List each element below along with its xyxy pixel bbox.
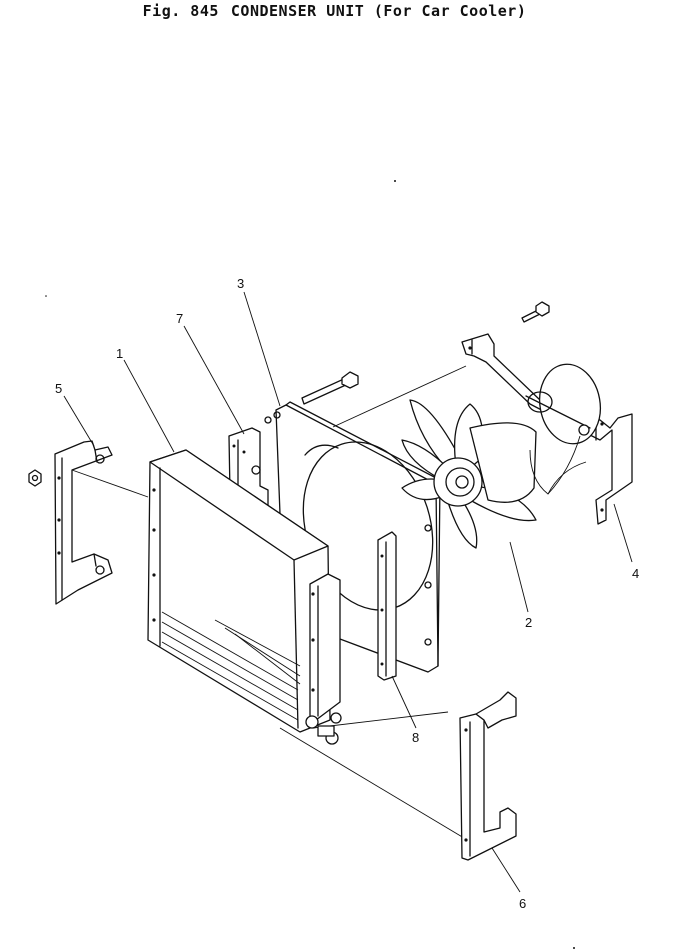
callout-label-5: 5	[55, 381, 62, 396]
part-4-fan-motor-bracket	[461, 333, 633, 525]
callout-label-2: 2	[525, 615, 532, 630]
callout-3: 3	[237, 276, 281, 407]
figure-title: Fig. 845 CONDENSER UNIT (For Car Cooler)	[0, 2, 681, 20]
figure-caption: CONDENSER UNIT (For Car Cooler)	[230, 2, 527, 20]
callout-label-3: 3	[237, 276, 244, 291]
callout-label-6: 6	[519, 896, 526, 911]
callout-6: 6	[491, 847, 526, 911]
assembly-lines	[71, 365, 467, 839]
callout-label-4: 4	[632, 566, 639, 581]
part-5-side-bracket	[54, 440, 113, 605]
long-bolt	[301, 371, 359, 405]
callout-label-8: 8	[412, 730, 419, 745]
part-1-condenser	[147, 449, 342, 745]
callout-label-7: 7	[176, 311, 183, 326]
callout-5: 5	[55, 381, 95, 447]
callout-label-1: 1	[116, 346, 123, 361]
scan-specks	[45, 180, 575, 949]
part-6-lower-bracket	[459, 691, 517, 861]
part-2-fan	[401, 399, 537, 549]
callout-4: 4	[613, 503, 639, 581]
callout-7: 7	[176, 311, 245, 435]
callout-1: 1	[116, 346, 175, 453]
figure-number: Fig. 845	[142, 2, 219, 20]
callouts: 1 2 3 4 5 6 7 8	[55, 276, 639, 911]
callout-8: 8	[391, 675, 419, 745]
nut	[28, 469, 42, 487]
part-8-side-plate	[377, 531, 397, 681]
callout-2: 2	[509, 541, 532, 630]
small-bolt	[521, 301, 550, 323]
